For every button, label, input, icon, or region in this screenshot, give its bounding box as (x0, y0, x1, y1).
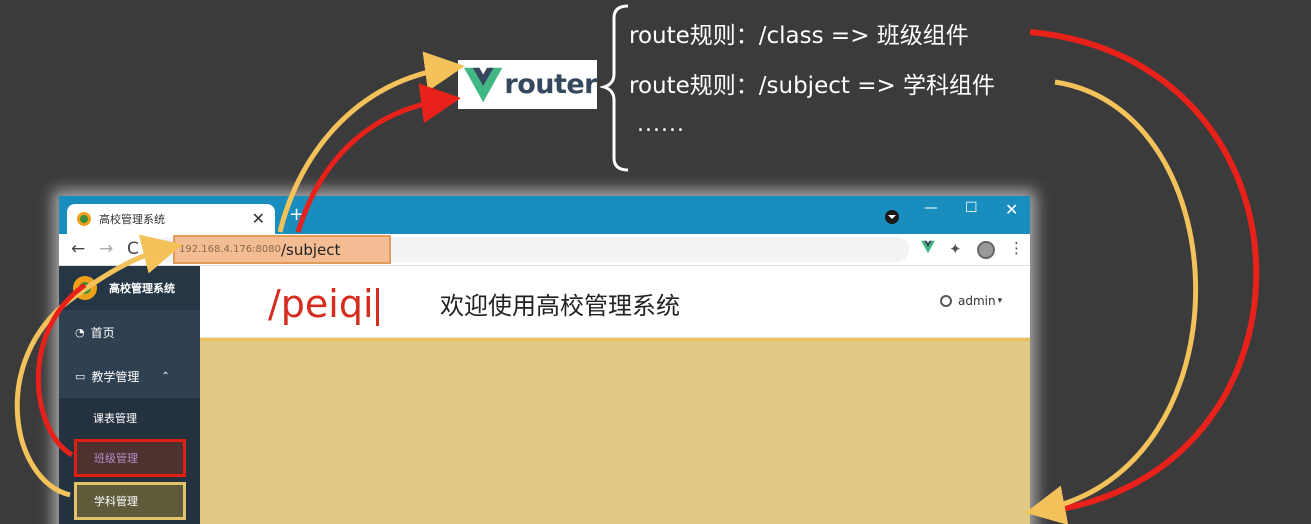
sidebar-item-label: 学科管理 (94, 495, 138, 508)
route-display: /peiqi (268, 282, 379, 326)
tab-search-icon[interactable] (885, 210, 899, 224)
close-window-button[interactable]: ✕ (1005, 200, 1019, 219)
back-button[interactable]: ← (71, 239, 86, 259)
arrow-subject-rule-to-content (1025, 79, 1199, 524)
route-bracket (600, 4, 629, 172)
url-highlight[interactable]: 192.168.4.176:8080 /subject (173, 235, 391, 264)
user-icon (940, 295, 952, 307)
tab-title: 高校管理系统 (99, 213, 165, 226)
vue-devtools-icon[interactable] (921, 240, 935, 254)
sidebar-item-label: 课表管理 (93, 412, 137, 425)
monitor-icon: ▭ (75, 369, 86, 383)
dashboard-icon: ◔ (75, 325, 85, 339)
sidebar-item-subject[interactable]: 学科管理 (74, 482, 186, 520)
tab-close-icon[interactable]: ✕ (251, 209, 265, 228)
vue-router-logo: router (458, 60, 597, 109)
app-title: 高校管理系统 (109, 282, 175, 295)
sidebar-header: 高校管理系统 (59, 266, 200, 310)
maximize-button[interactable]: ☐ (965, 200, 978, 216)
main-content (200, 338, 1030, 524)
minimize-button[interactable]: — (924, 200, 938, 216)
sidebar-item-label: 首页 (90, 325, 115, 340)
sidebar-item-home[interactable]: ◔ 首页 (59, 310, 200, 354)
sidebar-item-teaching[interactable]: ▭ 教学管理 ⌃ (59, 354, 200, 398)
forward-button[interactable]: → (99, 239, 114, 259)
sidebar-item-label: 教学管理 (91, 369, 140, 384)
vue-v-icon (464, 67, 503, 102)
welcome-title: 欢迎使用高校管理系统 (440, 292, 680, 320)
user-menu[interactable]: admin ▾ (940, 294, 1002, 308)
arrow-class-rule-to-content (1029, 29, 1260, 515)
route-rule-class: route规则：/class => 班级组件 (629, 23, 969, 49)
sidebar-item-label: 班级管理 (94, 452, 138, 465)
browser-titlebar: 高校管理系统 ✕ + — ☐ ✕ (59, 196, 1030, 234)
menu-icon[interactable]: ⋮ (1009, 239, 1024, 257)
main-header: /peiqi 欢迎使用高校管理系统 admin ▾ (200, 266, 1030, 338)
caret-down-icon: ▾ (997, 296, 1003, 306)
route-rule-subject: route规则：/subject => 学科组件 (629, 73, 996, 99)
sidebar-item-schedule[interactable]: 课表管理 (59, 398, 200, 438)
extensions-icon[interactable]: ✦ (949, 240, 962, 258)
new-tab-button[interactable]: + (289, 204, 305, 225)
route-rule-more: ...... (637, 112, 685, 137)
reload-button[interactable]: C (127, 239, 139, 259)
sidebar-item-class[interactable]: 班级管理 (74, 439, 186, 477)
favicon-icon (77, 212, 91, 226)
profile-icon[interactable] (977, 241, 995, 259)
username: admin (958, 294, 996, 308)
app-sidebar: 高校管理系统 ◔ 首页 ▭ 教学管理 ⌃ 课表管理 班级管理 学科管理 (59, 266, 200, 524)
browser-tab[interactable]: 高校管理系统 ✕ (67, 204, 275, 234)
app-logo-icon (73, 276, 97, 300)
logo-text: router (504, 69, 597, 100)
url-path: /subject (280, 240, 341, 259)
url-host: 192.168.4.176:8080 (179, 244, 281, 255)
chevron-up-icon: ⌃ (161, 370, 170, 382)
